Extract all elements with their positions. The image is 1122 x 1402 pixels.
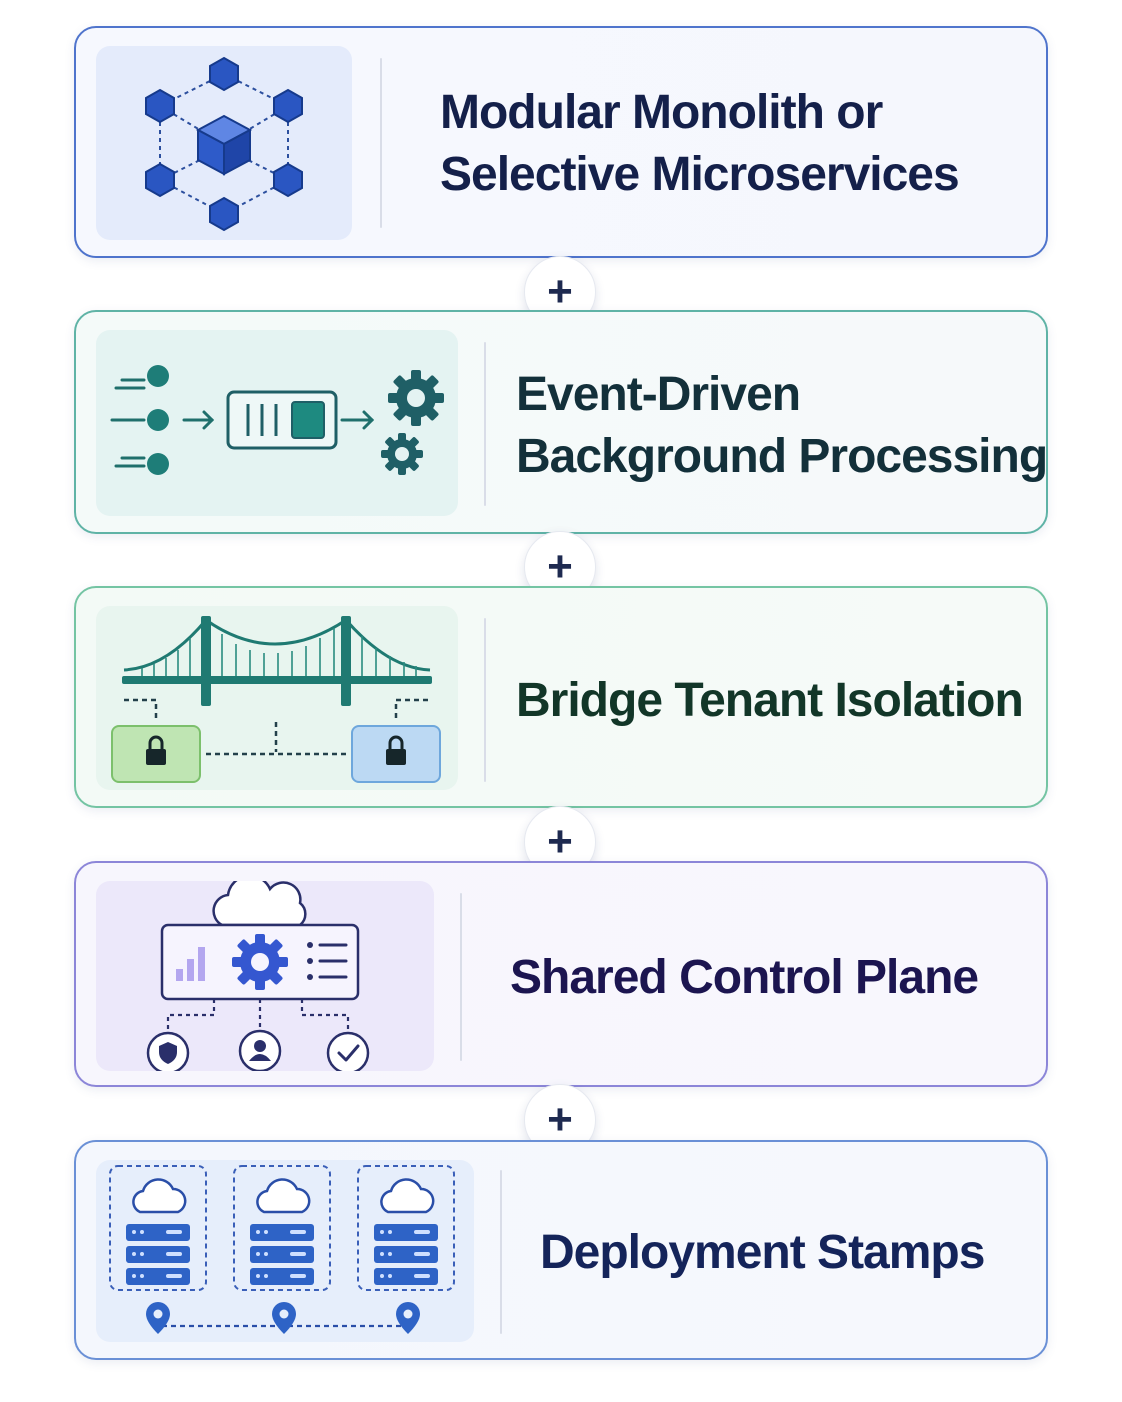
- icon-panel: [96, 46, 352, 240]
- divider: [500, 1170, 502, 1334]
- icon-panel: [96, 330, 458, 516]
- event-queue-gears-icon: [110, 365, 444, 475]
- card-modular-monolith: Modular Monolith or Selective Microservi…: [74, 26, 1048, 258]
- divider: [380, 58, 382, 228]
- card-title: Event-Driven Background Processing: [516, 364, 1048, 488]
- card-title-line: Deployment Stamps: [540, 1226, 985, 1279]
- card-title-line: Event-Driven: [516, 368, 801, 421]
- card-shared-control-plane: Shared Control Plane: [74, 861, 1048, 1087]
- card-event-driven: Event-Driven Background Processing: [74, 310, 1048, 534]
- card-deployment-stamps: Deployment Stamps: [74, 1140, 1048, 1360]
- divider: [484, 618, 486, 782]
- card-title-line: Selective Microservices: [440, 148, 960, 201]
- card-title-line: Shared Control Plane: [510, 951, 979, 1004]
- card-bridge-isolation: Bridge Tenant Isolation: [74, 586, 1048, 808]
- icon-panel: [96, 1160, 474, 1342]
- bridge-locks-icon: [111, 616, 441, 783]
- icon-panel: [96, 881, 434, 1071]
- cloud-control-panel-icon: [146, 881, 370, 1071]
- card-title: Shared Control Plane: [510, 947, 979, 1009]
- card-title-line: Bridge Tenant Isolation: [516, 674, 1024, 727]
- cloud-server-stamps-icon: [108, 1164, 456, 1334]
- icon-panel: [96, 606, 458, 790]
- divider: [460, 893, 462, 1061]
- divider: [484, 342, 486, 506]
- card-title-line: Modular Monolith or: [440, 86, 883, 139]
- card-title-line: Background Processing: [516, 430, 1048, 483]
- hexagon-network-cube-icon: [145, 56, 303, 232]
- card-title: Bridge Tenant Isolation: [516, 670, 1024, 732]
- card-title: Deployment Stamps: [540, 1222, 985, 1284]
- card-title: Modular Monolith or Selective Microservi…: [440, 82, 960, 206]
